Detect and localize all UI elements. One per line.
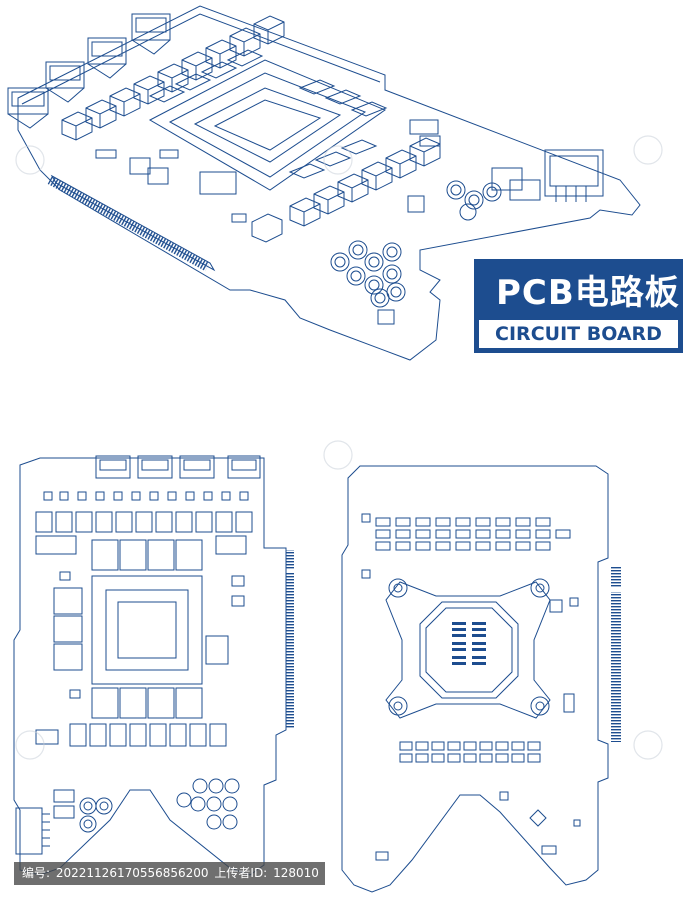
title-badge: PCB电路板 CIRCUIT BOARD bbox=[474, 259, 683, 353]
uploader-value: 128010 bbox=[273, 866, 319, 880]
id-value: 20221126170556856200 bbox=[55, 866, 209, 880]
title-sub: CIRCUIT BOARD bbox=[479, 320, 678, 348]
uploader-label: 上传者ID: bbox=[214, 866, 268, 880]
pcb-isometric-board bbox=[7, 5, 641, 361]
id-label: 编号: bbox=[22, 866, 51, 880]
title-main: PCB电路板 bbox=[496, 273, 680, 313]
pcb-front-view-board bbox=[13, 455, 294, 876]
footer-info-bar: 编号: 20221126170556856200 上传者ID: 128010 bbox=[14, 862, 325, 885]
pcb-back-view-board bbox=[341, 465, 621, 893]
watermark-logo bbox=[15, 135, 663, 760]
